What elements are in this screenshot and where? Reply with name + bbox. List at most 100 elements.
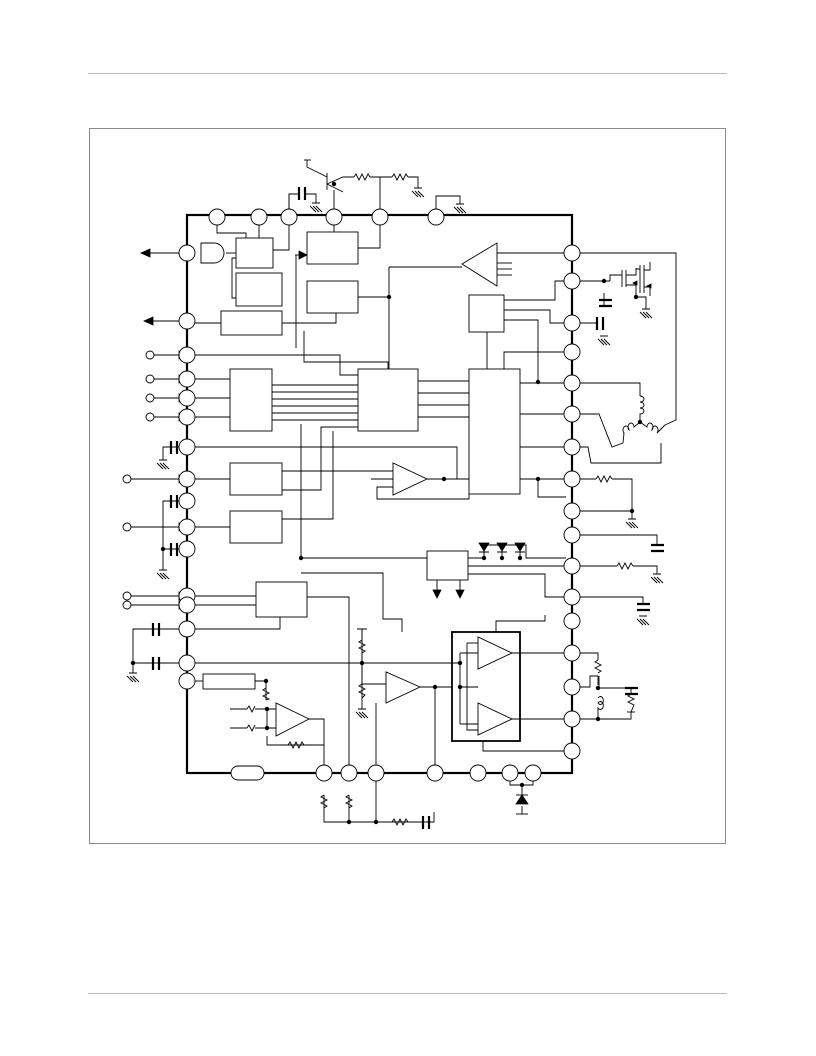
top-rule: [88, 73, 727, 74]
pin-top-2: [250, 208, 268, 226]
resistor-icon: [357, 639, 367, 654]
pin-left-16: [178, 672, 196, 690]
capacitor-icon: [297, 187, 307, 200]
capacitor-icon: [151, 657, 161, 670]
pin-right-15: [563, 678, 581, 696]
sense-resistor: [202, 673, 256, 690]
bottom-rule: [88, 993, 727, 994]
coil-icon: [639, 395, 645, 422]
ground-icon: [650, 573, 664, 584]
pin-top-1: [208, 208, 226, 226]
pin-right-7: [563, 438, 581, 456]
pin-right-5: [563, 374, 581, 392]
package-pins: [178, 208, 581, 782]
top-side-wiring: [288, 159, 461, 211]
figure-frame: [89, 128, 726, 844]
pin-bottom-2: [340, 764, 358, 782]
resistor-icon: [595, 474, 613, 484]
ground-icon: [126, 672, 140, 683]
pin-bottom-5: [469, 764, 487, 782]
pin-right-4: [563, 343, 581, 361]
motor-coils: [597, 395, 666, 713]
led-1-icon: [478, 542, 490, 552]
pin-left-15: [178, 654, 196, 672]
resistor-icon: [593, 659, 603, 674]
capacitor-icon: [637, 602, 650, 612]
arrow-left-icon: [143, 316, 154, 326]
error-amplifier: [461, 242, 498, 287]
pin-left-10: [178, 518, 196, 536]
capacitor-icon: [421, 816, 431, 829]
pin-left-8: [178, 470, 196, 488]
resistor-icon: [246, 724, 256, 733]
pin-right-17: [563, 742, 581, 760]
ground-icon: [411, 187, 425, 198]
pin-right-11: [563, 557, 581, 575]
output-driver-block: [220, 310, 283, 336]
pin-left-14: [178, 620, 196, 638]
capacitor-icon: [599, 298, 612, 308]
zener-diode-icon: [515, 794, 529, 805]
central-logic-block: [357, 368, 419, 432]
filter-block-b: [229, 510, 283, 544]
external-terminals: [122, 350, 155, 610]
arrow-right-icon: [298, 250, 308, 260]
and-gate: [200, 242, 225, 264]
led-3-icon: [514, 542, 526, 552]
pin-left-2: [178, 312, 196, 330]
resistor-icon: [246, 705, 256, 714]
comparator-block: [255, 581, 308, 618]
resistor-icon: [626, 693, 636, 713]
output-amplifier: [385, 671, 422, 704]
capacitor-icon: [625, 686, 638, 696]
pin-right-13: [563, 612, 581, 630]
arrow-left-icon: [140, 248, 151, 258]
pin-right-1: [563, 244, 581, 262]
ground-icon: [625, 518, 639, 529]
logic-block-b: [235, 272, 283, 307]
ground-icon: [156, 459, 170, 470]
resistors: [246, 172, 636, 827]
resistor-icon: [353, 172, 371, 182]
pin-bottom-4: [426, 764, 444, 782]
ground-icon: [309, 202, 323, 213]
pin-top-3: [280, 208, 298, 226]
pin-top-6: [427, 208, 445, 226]
ground-icon: [639, 308, 653, 319]
lower-driver-amplifier: [477, 702, 514, 736]
resistor-icon: [261, 687, 271, 701]
arrow-down-icon: [432, 589, 442, 599]
right-side-wiring: [578, 280, 662, 720]
ground-symbols: [126, 187, 664, 815]
pin-left-5: [178, 389, 196, 407]
pin-right-6: [563, 405, 581, 423]
inductor-icon: [597, 696, 604, 713]
amplifiers: [200, 242, 514, 737]
filter-block-a: [229, 462, 283, 496]
pin-right-8: [563, 470, 581, 488]
comparator-amplifier: [392, 462, 429, 496]
capacitor-icon: [651, 543, 664, 553]
pin-top-4: [325, 208, 343, 226]
pin-left-11: [178, 540, 196, 558]
capacitors: [151, 187, 664, 829]
junction-dots: [130, 181, 643, 825]
led-driver-block: [426, 550, 469, 581]
pin-right-12: [563, 588, 581, 606]
led-diodes: [478, 542, 529, 805]
arrow-down-icon: [455, 589, 465, 599]
led-2-icon: [496, 542, 508, 552]
resistor-icon: [344, 794, 354, 809]
logic-block-a: [235, 237, 274, 269]
pin-left-6: [178, 408, 196, 426]
pin-bottom-1: [315, 764, 333, 782]
pin-left-9: [178, 492, 196, 510]
control-block: [306, 280, 359, 314]
ground-icon: [453, 203, 467, 214]
coil-icon: [639, 421, 666, 434]
ground-icon: [597, 335, 611, 346]
capacitor-icon: [151, 623, 161, 636]
pin-right-3: [563, 314, 581, 332]
pin-right-16: [563, 710, 581, 728]
